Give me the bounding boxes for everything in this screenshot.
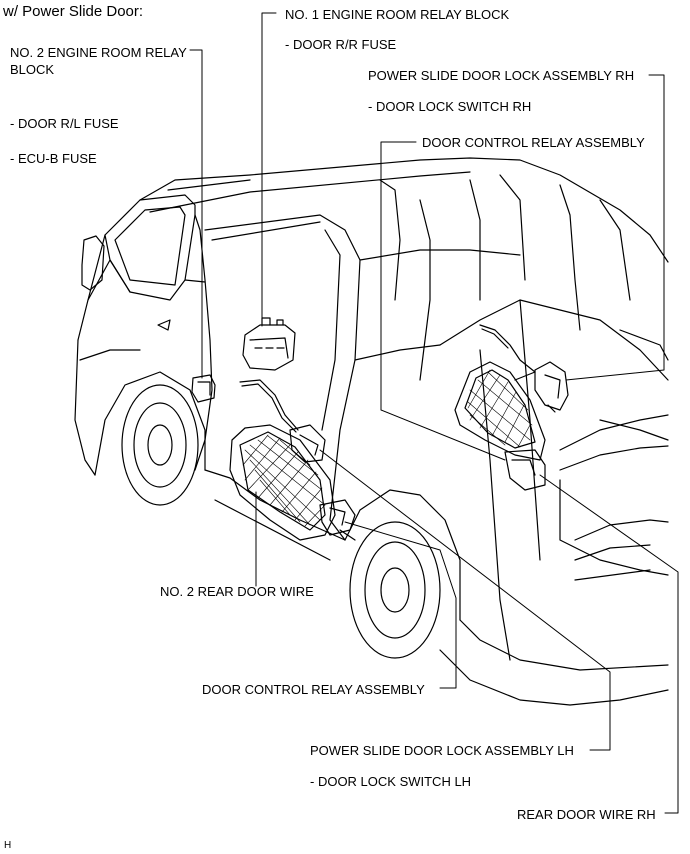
door-mechanism-rh: [454, 324, 569, 491]
no1-engine-room-relay-block-part: [242, 317, 296, 371]
no2-engine-room-relay-block-part: [191, 374, 216, 403]
label-door-lock-switch-lh: - DOOR LOCK SWITCH LH: [310, 774, 472, 789]
label-door-lock-switch-rh: - DOOR LOCK SWITCH RH: [368, 99, 532, 114]
label-ecu-b-fuse: - ECU-B FUSE: [10, 151, 97, 166]
door-mechanism-lh: [229, 379, 356, 541]
label-door-rr-fuse: - DOOR R/R FUSE: [285, 37, 397, 52]
figure-code: H: [4, 840, 12, 851]
label-no1-engine-room-relay-block: NO. 1 ENGINE ROOM RELAY BLOCK: [285, 7, 510, 22]
van-body: [74, 157, 669, 706]
label-no2-engine-room-relay-block-line1: NO. 2 ENGINE ROOM RELAY: [10, 45, 187, 60]
label-door-control-relay-assembly-bottom: DOOR CONTROL RELAY ASSEMBLY: [202, 682, 425, 697]
label-no2-engine-room-relay-block-line2: BLOCK: [10, 62, 55, 77]
label-rear-door-wire-rh: REAR DOOR WIRE RH: [517, 807, 656, 822]
label-power-slide-door-lock-assembly-lh: POWER SLIDE DOOR LOCK ASSEMBLY LH: [310, 743, 574, 758]
page-title: w/ Power Slide Door:: [3, 3, 144, 20]
label-door-rl-fuse: - DOOR R/L FUSE: [10, 116, 119, 131]
label-power-slide-door-lock-assembly-rh: POWER SLIDE DOOR LOCK ASSEMBLY RH: [368, 68, 635, 83]
label-no2-rear-door-wire: NO. 2 REAR DOOR WIRE: [160, 584, 314, 599]
leader-lines: [189, 12, 679, 814]
label-door-control-relay-assembly-top: DOOR CONTROL RELAY ASSEMBLY: [422, 135, 645, 150]
